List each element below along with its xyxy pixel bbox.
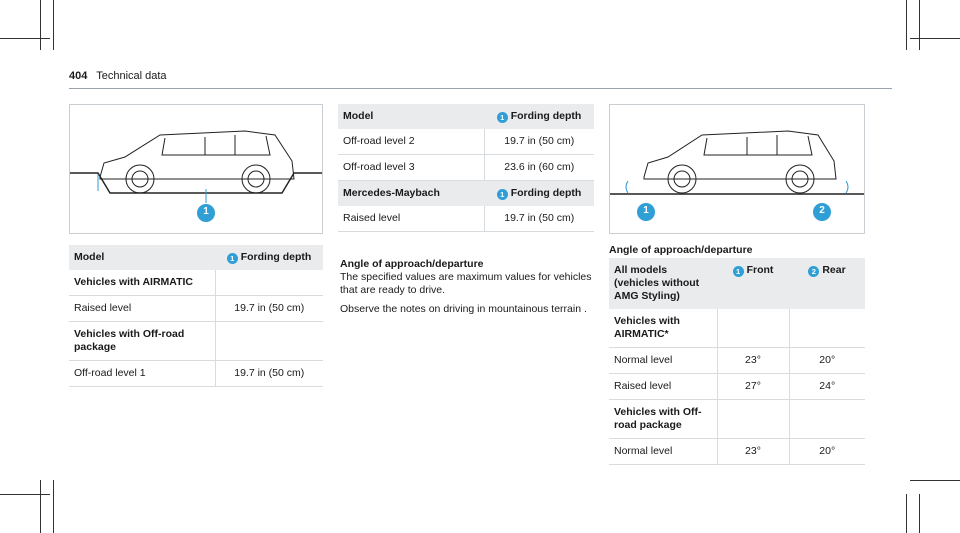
callout-badge: 2 [819, 205, 825, 216]
column-header-models: All models (vehicles without AMG Styling… [609, 258, 717, 309]
table-row-label: Raised level [69, 295, 215, 322]
suv-front-view-icon [610, 130, 864, 221]
crop-mark [0, 494, 50, 495]
callout-badge: 1 [226, 253, 238, 264]
table-row-label: Normal level [609, 347, 717, 374]
table-row-label: Raised level [338, 206, 484, 232]
crop-mark [906, 494, 907, 533]
page-number: 404 [69, 70, 88, 82]
table-cell-value: 23° [716, 347, 789, 374]
table-cell-value: 19.7 in (50 cm) [214, 295, 323, 322]
table-cell-value: 23° [716, 438, 789, 465]
crop-mark [910, 38, 960, 39]
crop-mark [53, 0, 54, 50]
section-heading: Angle of approach/departure [609, 244, 753, 256]
approach-departure-notes: Angle of approach/departure The specifie… [340, 258, 592, 322]
callout-badge: 1 [496, 112, 508, 123]
section-title: Technical data [96, 70, 167, 82]
crop-mark [919, 494, 920, 533]
header-divider [69, 88, 892, 89]
callout-badge: 1 [643, 205, 649, 216]
table-cell-value: 23.6 in (60 cm) [483, 154, 594, 181]
paragraph: The specified values are maximum values … [340, 271, 592, 296]
callout-badge: 1 [203, 206, 209, 217]
table-row-label: Vehicles with AIRMATIC [69, 270, 215, 296]
table-cell-value: 24° [788, 373, 865, 400]
crop-mark [910, 480, 960, 481]
table-cell-value: 19.7 in (50 cm) [483, 206, 594, 232]
crop-mark [40, 0, 41, 50]
table-cell-value: 19.7 in (50 cm) [483, 129, 594, 155]
crop-mark [53, 480, 54, 533]
approach-angle-illustration: 1 2 [609, 104, 865, 234]
table-row-label: Off-road level 2 [338, 129, 484, 155]
table-row-label: Off-road level 3 [338, 154, 484, 181]
callout-badge: 1 [732, 266, 744, 277]
crop-mark [0, 38, 50, 39]
table-row-label: Normal level [609, 438, 717, 465]
fording-depth-illustration: 1 [69, 104, 323, 234]
table-cell-value: 20° [788, 347, 865, 374]
table-row-label: Vehicles with AIRMATIC* [609, 309, 717, 348]
paragraph: Observe the notes on driving in mountain… [340, 303, 587, 315]
page-header: 404 Technical data [69, 70, 167, 82]
crop-mark [40, 480, 41, 533]
section-header-maybach: Mercedes-Maybach [338, 180, 484, 206]
crop-mark [919, 0, 920, 50]
column-header-model: Model [69, 245, 215, 270]
crop-mark [906, 0, 907, 50]
table-row-label: Off-road level 1 [69, 360, 215, 387]
approach-departure-table: All models (vehicles without AMG Styling… [609, 258, 865, 465]
table-row-label: Raised level [609, 373, 717, 400]
table-cell-value: 27° [716, 373, 789, 400]
suv-side-view-icon [70, 130, 322, 222]
right-section-heading: Angle of approach/departure [609, 244, 863, 257]
table-row-label: Vehicles with Off-road package [609, 399, 717, 439]
table-cell-value: 20° [788, 438, 865, 465]
column-header-model: Model [338, 104, 484, 129]
callout-badge: 1 [496, 189, 508, 200]
callout-badge: 2 [808, 266, 820, 277]
section-heading: Angle of approach/departure [340, 258, 484, 270]
table-cell-value: 19.7 in (50 cm) [214, 360, 323, 387]
table-row-label: Vehicles with Off-road package [69, 321, 215, 361]
